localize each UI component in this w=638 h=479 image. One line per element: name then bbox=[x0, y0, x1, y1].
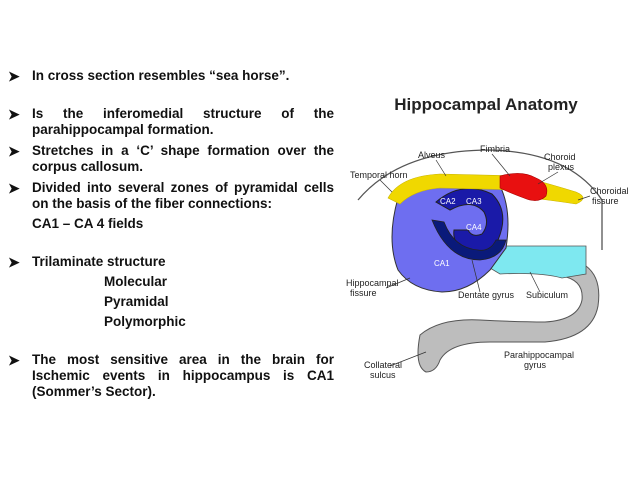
bullet-item: ➤ Divided into several zones of pyramida… bbox=[8, 180, 334, 212]
bullet-text: Trilaminate structure bbox=[32, 254, 166, 269]
bullet-text: In cross section resembles “sea horse”. bbox=[32, 68, 290, 83]
arrow-bullet-icon: ➤ bbox=[8, 254, 20, 270]
bullet-text: Stretches in a ‘C’ shape formation over … bbox=[32, 143, 334, 174]
leader-lines bbox=[379, 153, 591, 367]
bullet-text: Is the inferomedial structure of the par… bbox=[32, 106, 334, 137]
diagram-title: Hippocampal Anatomy bbox=[394, 95, 578, 114]
label-fimbria: Fimbria bbox=[480, 144, 510, 154]
label-hippocampal-fissure: Hippocampal bbox=[346, 278, 399, 288]
subiculum-shape bbox=[489, 245, 587, 279]
arrow-bullet-icon: ➤ bbox=[8, 143, 20, 159]
bullet-item: ➤ Trilaminate structure bbox=[8, 254, 334, 270]
label-choroid-plexus: plexus bbox=[548, 162, 575, 172]
label-ca1: CA1 bbox=[434, 259, 450, 268]
label-choroidal-fissure: Choroidal bbox=[590, 186, 629, 196]
bullet-item: ➤ Is the inferomedial structure of the p… bbox=[8, 106, 334, 138]
label-ca4: CA4 bbox=[466, 223, 482, 232]
bullet-item: ➤ Stretches in a ‘C’ shape formation ove… bbox=[8, 143, 334, 175]
bullet-text: The most sensitive area in the brain for… bbox=[32, 352, 334, 399]
bullet-list: ➤ In cross section resembles “sea horse”… bbox=[8, 68, 334, 405]
layer-item: Molecular bbox=[104, 274, 168, 289]
bullet-item: ➤ In cross section resembles “sea horse”… bbox=[8, 68, 334, 84]
label-collateral-sulcus: sulcus bbox=[370, 370, 396, 380]
label-dentate-gyrus: Dentate gyrus bbox=[458, 290, 515, 300]
label-alveus: Alveus bbox=[418, 150, 446, 160]
arrow-bullet-icon: ➤ bbox=[8, 68, 20, 84]
arrow-bullet-icon: ➤ bbox=[8, 106, 20, 122]
ca-fields-text: CA1 – CA 4 fields bbox=[32, 216, 144, 231]
bullet-item: ➤ The most sensitive area in the brain f… bbox=[8, 352, 334, 400]
label-ca3: CA3 bbox=[466, 197, 482, 206]
label-collateral-sulcus: Collateral bbox=[364, 360, 402, 370]
bullet-text: Divided into several zones of pyramidal … bbox=[32, 180, 334, 211]
label-parahippocampal-gyrus: gyrus bbox=[524, 360, 547, 370]
fimbria-shape bbox=[499, 173, 548, 201]
arrow-bullet-icon: ➤ bbox=[8, 352, 20, 368]
label-temporal-horn: Temporal horn bbox=[350, 170, 408, 180]
label-choroid-plexus: Choroid bbox=[544, 152, 576, 162]
label-parahippocampal-gyrus: Parahippocampal bbox=[504, 350, 574, 360]
label-ca2: CA2 bbox=[440, 197, 456, 206]
label-choroidal-fissure: fissure bbox=[592, 196, 619, 206]
label-subiculum: Subiculum bbox=[526, 290, 568, 300]
parahippocampal-gyrus-shape bbox=[417, 265, 600, 373]
arrow-bullet-icon: ➤ bbox=[8, 180, 20, 196]
layer-item: Pyramidal bbox=[104, 294, 169, 309]
temporal-horn-outline bbox=[357, 149, 603, 250]
hippocampal-anatomy-diagram: Hippocampal Anatomy Alveus Fimbria Choro… bbox=[346, 95, 629, 380]
label-hippocampal-fissure: fissure bbox=[350, 288, 377, 298]
dentate-gyrus-shape bbox=[431, 219, 507, 261]
layer-item: Polymorphic bbox=[104, 314, 186, 329]
